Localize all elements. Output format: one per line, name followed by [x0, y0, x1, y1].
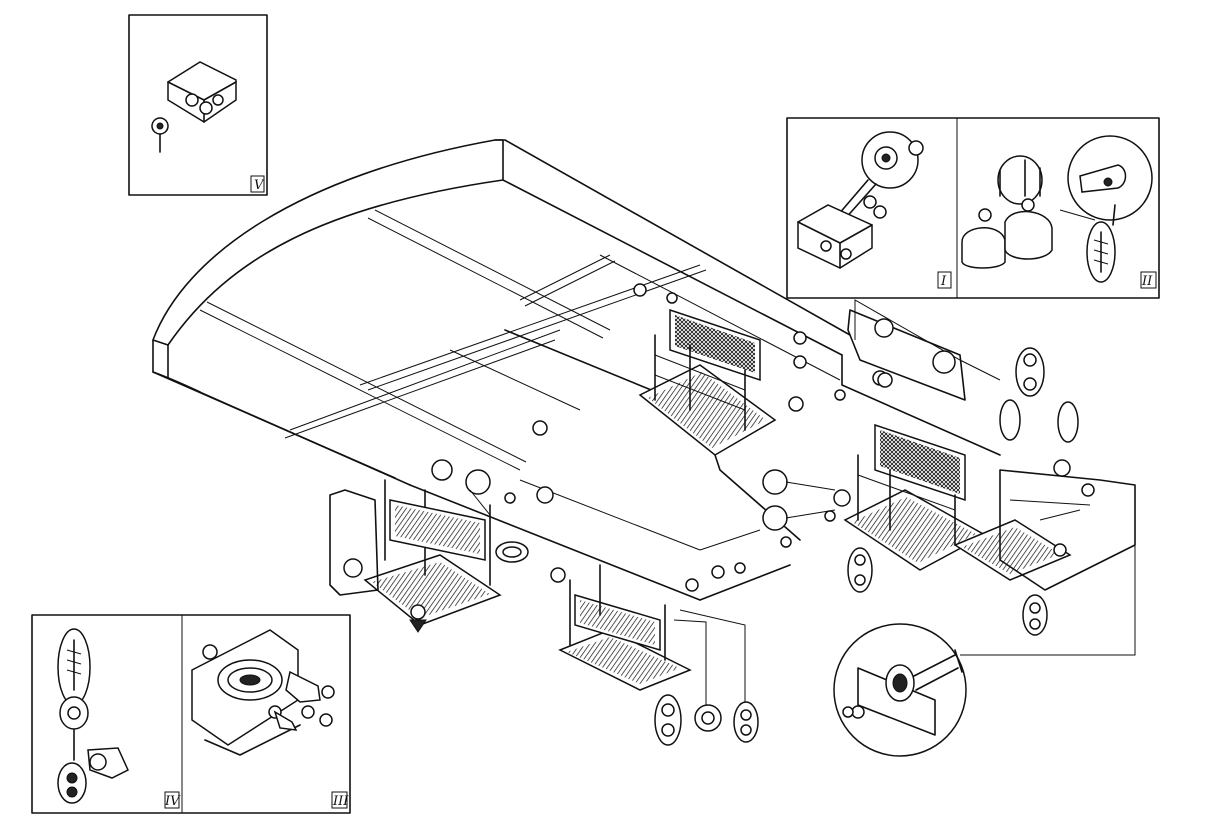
equipment-unit-upper [638, 308, 777, 456]
inset-v: V [128, 14, 268, 196]
inset-label: IV [164, 794, 181, 809]
inset-label: III [332, 794, 349, 809]
inset-label: I [940, 274, 947, 289]
equipment-unit-right [953, 459, 1136, 591]
floor-fasteners [495, 283, 888, 592]
floor-panel [152, 139, 1001, 601]
equipment-unit-lower [558, 564, 692, 691]
detail-circle-bolt [833, 623, 967, 757]
equipment-unit-center-right [843, 423, 987, 571]
upper-right-parts [847, 309, 966, 401]
inset-label: V [254, 178, 265, 193]
leader-lines [469, 299, 1136, 705]
equipment-unit-left [329, 479, 502, 633]
inset-iv-iii: IV III [31, 614, 351, 814]
inset-i-ii: I II [786, 117, 1160, 299]
callout-bubbles [431, 347, 1079, 746]
inset-label: II [1141, 274, 1153, 289]
